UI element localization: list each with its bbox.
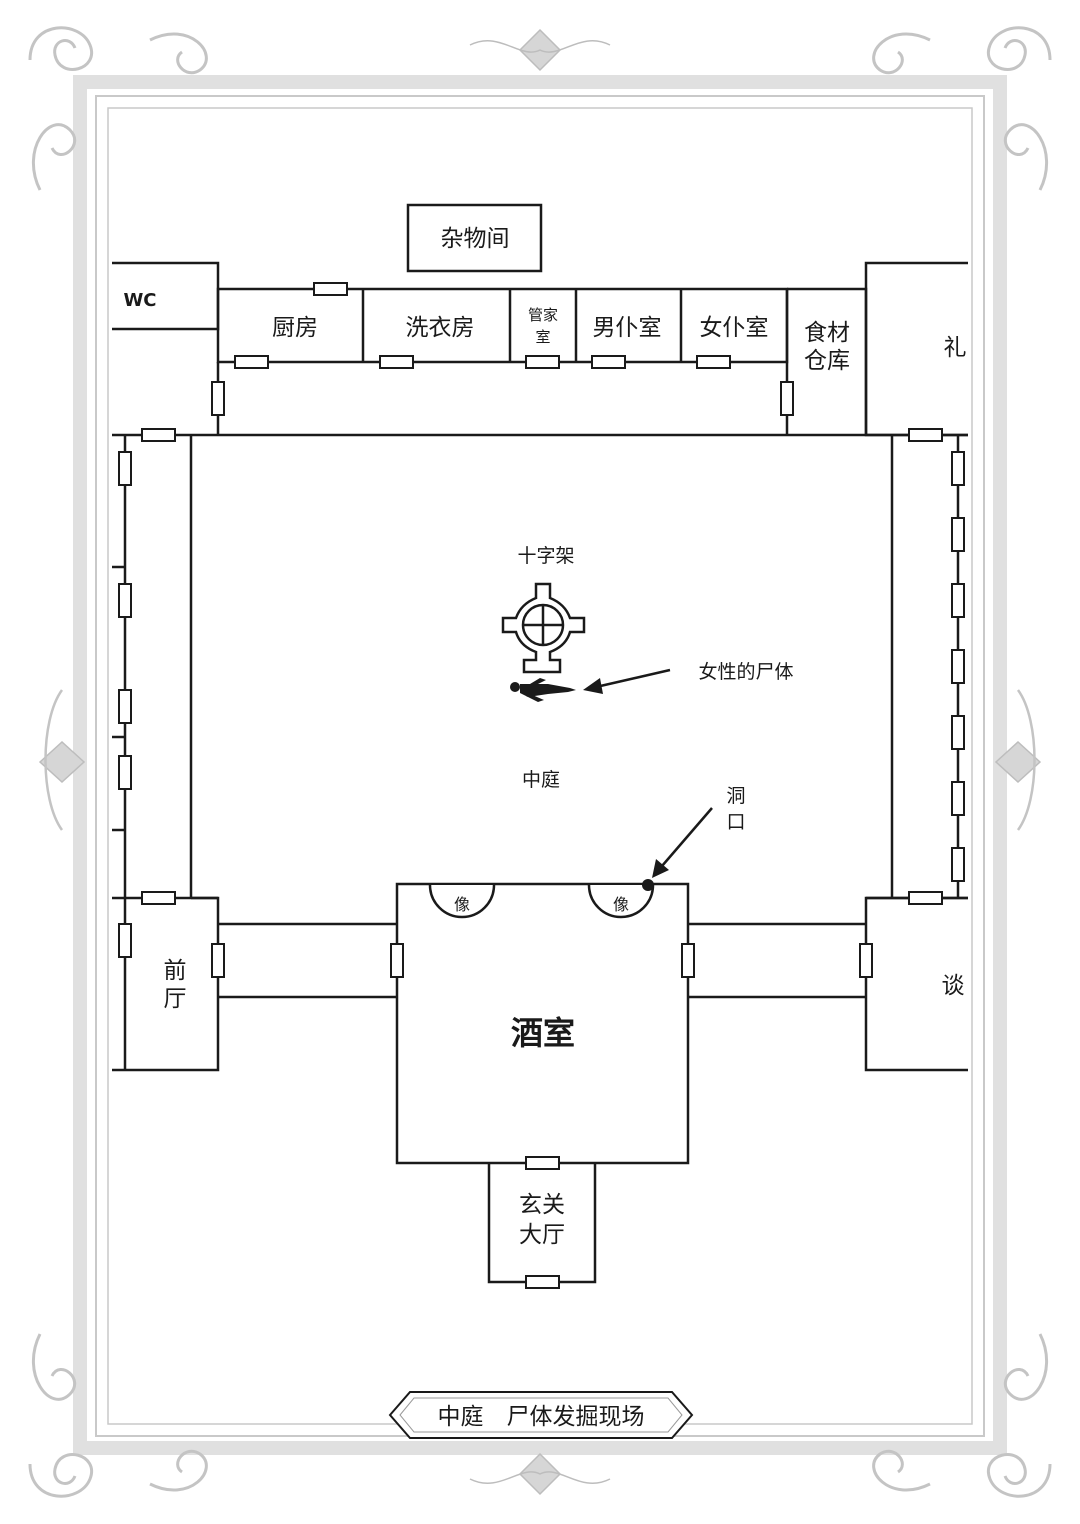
front-hall-label-1: 前 xyxy=(164,958,187,984)
body-arrow-icon xyxy=(595,668,671,689)
chapel-label: 礼 xyxy=(944,335,967,361)
hole-marker-icon xyxy=(642,879,654,891)
celtic-cross-icon xyxy=(501,582,586,674)
female-servant-room-label: 女仆室 xyxy=(700,315,769,341)
doors xyxy=(118,282,965,1289)
courtyard-label: 中庭 xyxy=(522,769,560,791)
entrance-hall-label-1: 玄关 xyxy=(519,1192,565,1218)
room-labels: 杂物间 WC 厨房 洗衣房 管家 室 男仆室 女仆室 食材 仓库 礼 十字架 女… xyxy=(123,226,966,1248)
body-silhouette-icon xyxy=(510,678,576,702)
storage-room-label: 杂物间 xyxy=(441,226,510,252)
statue-alcove-right xyxy=(587,884,655,919)
male-servant-room-label: 男仆室 xyxy=(593,315,662,341)
front-hall-label-2: 厅 xyxy=(164,986,187,1012)
laundry-label: 洗衣房 xyxy=(406,315,475,341)
hole-label-1: 洞 xyxy=(726,785,745,807)
butler-room-label-1: 管家 xyxy=(528,306,558,324)
talk-room-label: 谈 xyxy=(942,973,965,999)
hole-arrow-icon xyxy=(661,807,713,867)
food-storage-label-1: 食材 xyxy=(804,320,850,346)
statue-label-right: 像 xyxy=(613,895,629,914)
food-storage-label-2: 仓库 xyxy=(804,348,850,374)
wine-room-label: 酒室 xyxy=(511,1014,575,1052)
hole-label-2: 口 xyxy=(726,811,745,833)
arrows xyxy=(583,668,713,891)
wc-label: WC xyxy=(123,290,156,311)
butler-room-label-2: 室 xyxy=(535,328,550,346)
statue-alcove-left xyxy=(428,884,496,919)
statue-label-left: 像 xyxy=(454,895,470,914)
statue-alcoves xyxy=(428,884,655,919)
body-label: 女性的尸体 xyxy=(698,661,793,683)
entrance-hall-label-2: 大厅 xyxy=(519,1222,565,1248)
decorative-frame xyxy=(28,26,1052,1498)
caption-banner: 中庭 尸体发掘现场 xyxy=(388,1391,694,1439)
kitchen-label: 厨房 xyxy=(272,315,318,341)
caption-text: 中庭 尸体发掘现场 xyxy=(438,1404,645,1430)
cross-label: 十字架 xyxy=(517,545,574,567)
